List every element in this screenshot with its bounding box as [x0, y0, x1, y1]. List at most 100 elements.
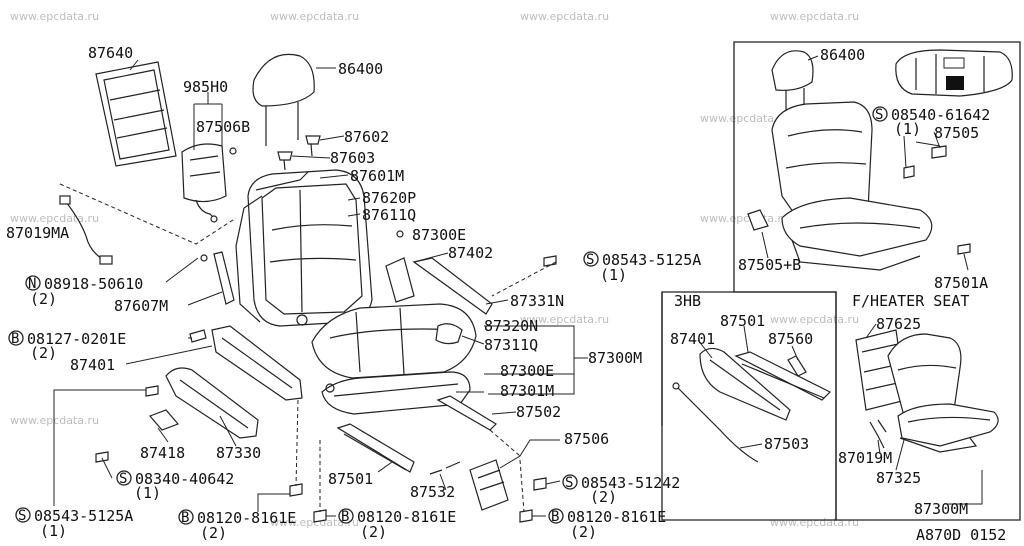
callout-08543-b: S 08543-51242 (2) — [562, 474, 680, 506]
symbol-s: S — [875, 107, 883, 123]
watermark: www.epcdata.ru — [770, 10, 859, 23]
watermark: www.epcdata.ru — [10, 212, 99, 225]
part-seat-frame — [321, 371, 471, 415]
inset-top-labels: 86400 S 08540-61642 (1) 87505 87505+B 87… — [738, 46, 990, 292]
symbol-b: B — [341, 509, 349, 525]
main-labels: 87640 985H0 87506B 86400 87602 87603 876… — [6, 44, 701, 542]
part-87640-board — [95, 61, 177, 167]
inset-frames — [661, 41, 1021, 521]
label-08340-40642: 08340-40642 — [135, 470, 234, 488]
label-87602: 87602 — [344, 128, 389, 146]
part-87330-finisher — [165, 367, 259, 439]
label-87311Q: 87311Q — [484, 336, 538, 354]
symbol-s: S — [565, 475, 573, 491]
inset-qty-08540: (1) — [894, 120, 921, 138]
label-87607M: 87607M — [114, 297, 168, 315]
inset-3hb: 3HB 87401 87501 87560 87503 — [670, 292, 832, 463]
label-08918-50610: 08918-50610 — [44, 275, 143, 293]
part-seat-cushion — [311, 303, 477, 379]
label-87402: 87402 — [448, 244, 493, 262]
watermark: www.epcdata.ru — [700, 112, 789, 125]
label-86400: 86400 — [338, 60, 383, 78]
part-985H0-airbag-module — [181, 143, 237, 223]
part-87532 — [429, 461, 461, 475]
bolts — [95, 230, 557, 523]
leader-lines — [53, 59, 588, 517]
inset-3hb-label-87501: 87501 — [720, 312, 765, 330]
label-87331N: 87331N — [510, 292, 564, 310]
label-08120-8161E-b: 08120-8161E — [357, 508, 456, 526]
label-87401: 87401 — [70, 356, 115, 374]
label-08543-5125A: 08543-5125A — [602, 251, 701, 269]
inset-heater-label-87019M: 87019M — [838, 449, 892, 467]
label-87300E-b: 87300E — [500, 362, 554, 380]
part-87401-finisher — [211, 325, 303, 401]
symbol-n: N — [28, 276, 36, 292]
qty-08543-a: (1) — [600, 266, 627, 284]
inset-3hb-label-87560: 87560 — [768, 330, 813, 348]
diagram-code: A870D 0152 — [916, 526, 1006, 544]
watermark: www.epcdata.ru — [10, 10, 99, 23]
callout-08543-c: S 08543-5125A (1) — [15, 507, 133, 540]
part-seat-rails — [336, 395, 497, 473]
label-87603: 87603 — [330, 149, 375, 167]
label-08120-8161E-c: 08120-8161E — [567, 508, 666, 526]
callout-08120-c: B 08120-8161E (2) — [548, 508, 666, 541]
part-87402-inner-finisher — [385, 257, 493, 315]
label-08127-0201E: 08127-0201E — [27, 330, 126, 348]
callout-08918: N 08918-50610 (2) — [25, 275, 143, 308]
car-silhouette-icon — [895, 49, 1013, 97]
inset-label-87501A: 87501A — [934, 274, 988, 292]
inset-heater-label-87625: 87625 — [876, 315, 921, 333]
inset-label-87505-b: 87505+B — [738, 256, 801, 274]
label-87301M: 87301M — [500, 382, 554, 400]
label-87019MA: 87019MA — [6, 224, 69, 242]
label-87418: 87418 — [140, 444, 185, 462]
part-87607M-bracket — [200, 251, 235, 305]
qty-08918: (2) — [30, 290, 57, 308]
watermark: www.epcdata.ru — [270, 10, 359, 23]
label-87300E: 87300E — [412, 226, 466, 244]
label-08543-51242: 08543-51242 — [581, 474, 680, 492]
qty-08120-a: (2) — [200, 524, 227, 542]
callout-08127: B 08127-0201E (2) — [8, 330, 126, 362]
qty-08543-c: (1) — [40, 522, 67, 540]
symbol-s: S — [119, 471, 127, 487]
inset-3hb-label-87401: 87401 — [670, 330, 715, 348]
inset-label-08540-61642: 08540-61642 — [891, 106, 990, 124]
inset-heater-label-87325: 87325 — [876, 469, 921, 487]
callout-08543-a: S 08543-5125A (1) — [583, 251, 701, 284]
label-08120-8161E-a: 08120-8161E — [197, 509, 296, 527]
qty-08543-b: (2) — [590, 488, 617, 506]
inset-3hb-title: 3HB — [674, 292, 701, 310]
inset-heater-title: F/HEATER SEAT — [852, 292, 969, 310]
watermarks: www.epcdata.ru www.epcdata.ru www.epcdat… — [10, 10, 859, 529]
part-86400-headrest — [252, 53, 315, 146]
inset-3hb-label-87503: 87503 — [764, 435, 809, 453]
inset-top-leaders — [761, 55, 969, 271]
label-87611Q: 87611Q — [362, 206, 416, 224]
label-87320N: 87320N — [484, 317, 538, 335]
label-87601M: 87601M — [350, 167, 404, 185]
part-87019MA-harness — [59, 183, 237, 265]
part-87506-bracket — [469, 459, 509, 511]
label-985H0: 985H0 — [183, 78, 228, 96]
callout-08340: S 08340-40642 (1) — [116, 470, 234, 502]
callout-08120-b: B 08120-8161E (2) — [338, 508, 456, 541]
watermark: www.epcdata.ru — [10, 414, 99, 427]
symbol-s: S — [586, 252, 594, 268]
callout-08120-a: B 08120-8161E (2) — [178, 509, 296, 542]
label-87502: 87502 — [516, 403, 561, 421]
watermark: www.epcdata.ru — [770, 516, 859, 529]
label-87640: 87640 — [88, 44, 133, 62]
qty-08127: (2) — [30, 344, 57, 362]
symbol-b: B — [181, 510, 189, 526]
qty-08120-b: (2) — [360, 523, 387, 541]
watermark: www.epcdata.ru — [520, 313, 609, 326]
qty-08340: (1) — [134, 484, 161, 502]
watermark: www.epcdata.ru — [770, 313, 859, 326]
watermark: www.epcdata.ru — [700, 212, 789, 225]
label-87330: 87330 — [216, 444, 261, 462]
label-87506: 87506 — [564, 430, 609, 448]
